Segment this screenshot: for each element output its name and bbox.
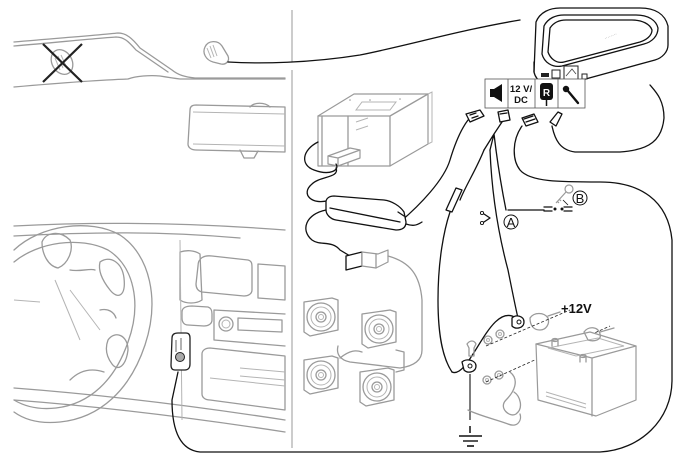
- microphone-cable: [228, 20, 520, 63]
- incorrect-mic-position: [43, 44, 82, 82]
- rearview-mirror: [188, 103, 285, 158]
- callout-b: B: [508, 185, 587, 211]
- scissors-icon: [484, 214, 490, 222]
- microphone-mounted: [204, 42, 229, 65]
- audio-interface-box: [306, 196, 422, 256]
- port-label-strip: 12 V/ DC R: [485, 79, 585, 108]
- car-battery: [536, 328, 636, 416]
- speaker-2: [362, 310, 396, 348]
- ground-symbol-icon: [459, 436, 482, 446]
- remote-label: R: [543, 88, 551, 99]
- port-remote: [564, 66, 578, 80]
- remote-control: [171, 333, 190, 370]
- vehicle-interior-panel: [14, 33, 285, 432]
- port-mic: [582, 74, 587, 79]
- power-label-line2: DC: [514, 95, 528, 106]
- steering-wheel: [14, 226, 152, 423]
- speaker-harness-plug: [338, 250, 423, 368]
- power-label-line1: 12 V/: [510, 84, 533, 95]
- speaker-3: [304, 356, 338, 394]
- port-speaker: [541, 73, 549, 77]
- speakers: [304, 298, 404, 406]
- windshield-frame: [14, 33, 285, 87]
- callout-a: A: [480, 211, 518, 230]
- center-console: [180, 240, 285, 420]
- power-connector: [438, 110, 518, 372]
- port-power: [552, 70, 560, 78]
- callout-a-label: A: [507, 215, 516, 230]
- callout-b-label: B: [576, 191, 585, 206]
- battery-voltage-label: +12V: [561, 301, 592, 316]
- speaker-4: [360, 368, 394, 406]
- dashboard: [14, 223, 285, 432]
- wiring-panel: ········ 12 V/ DC: [172, 8, 672, 452]
- speaker-1: [304, 298, 338, 336]
- key-icon: [556, 185, 573, 205]
- main-unit: ········: [534, 8, 668, 86]
